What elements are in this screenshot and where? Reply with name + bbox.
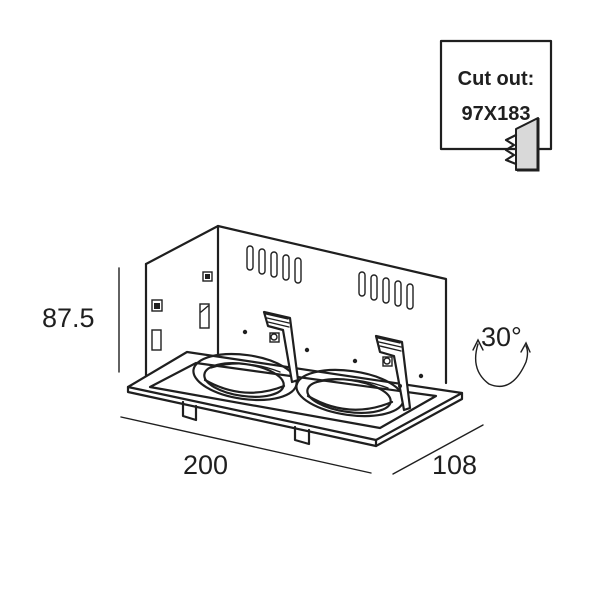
saw-blade-icon [504, 117, 540, 172]
tilt-label: 30° [481, 322, 522, 352]
width-label: 108 [432, 450, 477, 480]
cutout-label: Cut out: [458, 68, 535, 90]
cutout-value: 97X183 [462, 103, 531, 125]
rotate-arrow-icon [472, 338, 531, 388]
width-dimension: 108 [392, 424, 484, 480]
length-dimension: 200 [120, 416, 372, 480]
height-label: 87.5 [42, 303, 95, 333]
housing-back-box [144, 224, 448, 387]
cutout-box: Cut out: 97X183 [439, 39, 553, 172]
gimbal-lamp-right [295, 334, 412, 418]
tilt-indicator: 30° [472, 322, 531, 388]
length-label: 200 [183, 450, 228, 480]
trim-frame [126, 350, 464, 448]
height-dimension: 87.5 [42, 267, 120, 373]
